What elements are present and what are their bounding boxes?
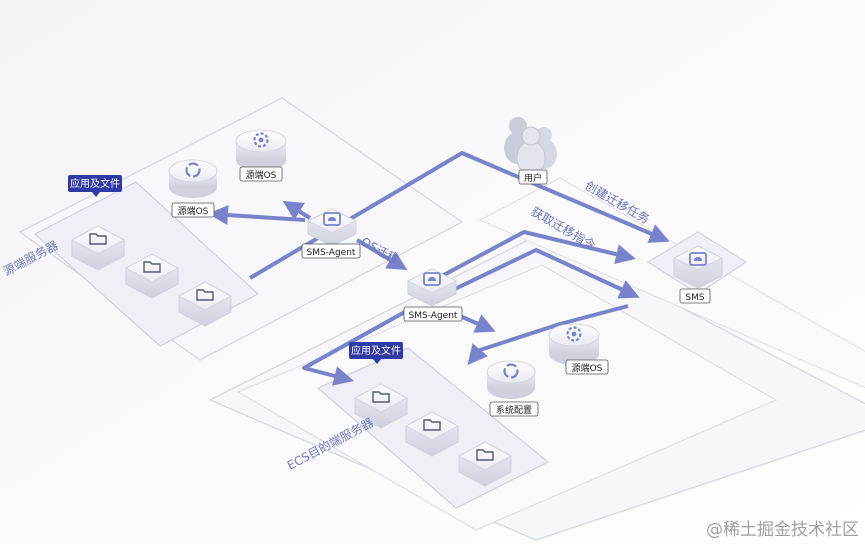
sms-region-plane	[478, 177, 865, 389]
arrow-agent-to-config	[459, 314, 496, 333]
gear-icon	[566, 326, 582, 342]
gear-icon	[253, 132, 269, 148]
user-group-icon	[504, 117, 557, 176]
cloud-icon	[323, 212, 341, 226]
source-os-node-a	[235, 129, 287, 171]
agent-label-bottom: SMS-Agent	[409, 311, 458, 321]
source-folder-cubes	[70, 225, 233, 327]
recycle-icon	[185, 162, 201, 178]
sms-agent-node-top	[306, 208, 358, 247]
folder-icon	[124, 253, 180, 299]
arrow-os-migration	[355, 238, 408, 271]
dest-os-label: 源端OS	[572, 362, 603, 374]
arrow-sms-to-config	[467, 304, 629, 366]
source-os-label-a: 源端OS	[246, 169, 277, 181]
cloud-icon	[689, 252, 707, 266]
sms-label: SMS	[685, 293, 704, 303]
folder-icon	[177, 281, 233, 327]
node-labels: 源端OS 源端OS SMS-Agent SMS-Agent 用户 SMS 源端O…	[171, 166, 711, 417]
folder-icon	[457, 441, 513, 487]
arrow-agent-to-os-b	[208, 205, 306, 226]
dest-folder-cubes	[353, 383, 513, 487]
folder-icon	[70, 225, 126, 271]
sms-node	[672, 245, 724, 289]
apps-labels: 应用及文件 应用及文件	[68, 175, 403, 364]
agent-label-top: SMS-Agent	[307, 248, 356, 258]
apps-label-top: 应用及文件	[70, 177, 120, 190]
recycle-icon	[503, 363, 519, 379]
dest-os-node	[548, 323, 600, 365]
arrow-agent-to-apps	[302, 306, 413, 386]
watermark: @稀土掘金技术社区	[706, 520, 859, 540]
arrow-get-command	[411, 230, 636, 294]
arrow-agent-to-os-a	[282, 200, 312, 220]
user-label: 用户	[524, 172, 542, 184]
source-os-node-b	[168, 159, 218, 198]
apps-label-bottom: 应用及文件	[351, 344, 401, 357]
cloud-icon	[423, 272, 441, 286]
sms-agent-node-bottom	[406, 268, 458, 307]
system-config-label: 系统配置	[496, 404, 532, 416]
source-os-label-b: 源端OS	[178, 205, 209, 217]
arrow-agent-to-sms	[431, 248, 640, 302]
system-config-node	[486, 360, 536, 399]
folder-icon	[404, 411, 460, 457]
folder-icon	[353, 383, 409, 429]
